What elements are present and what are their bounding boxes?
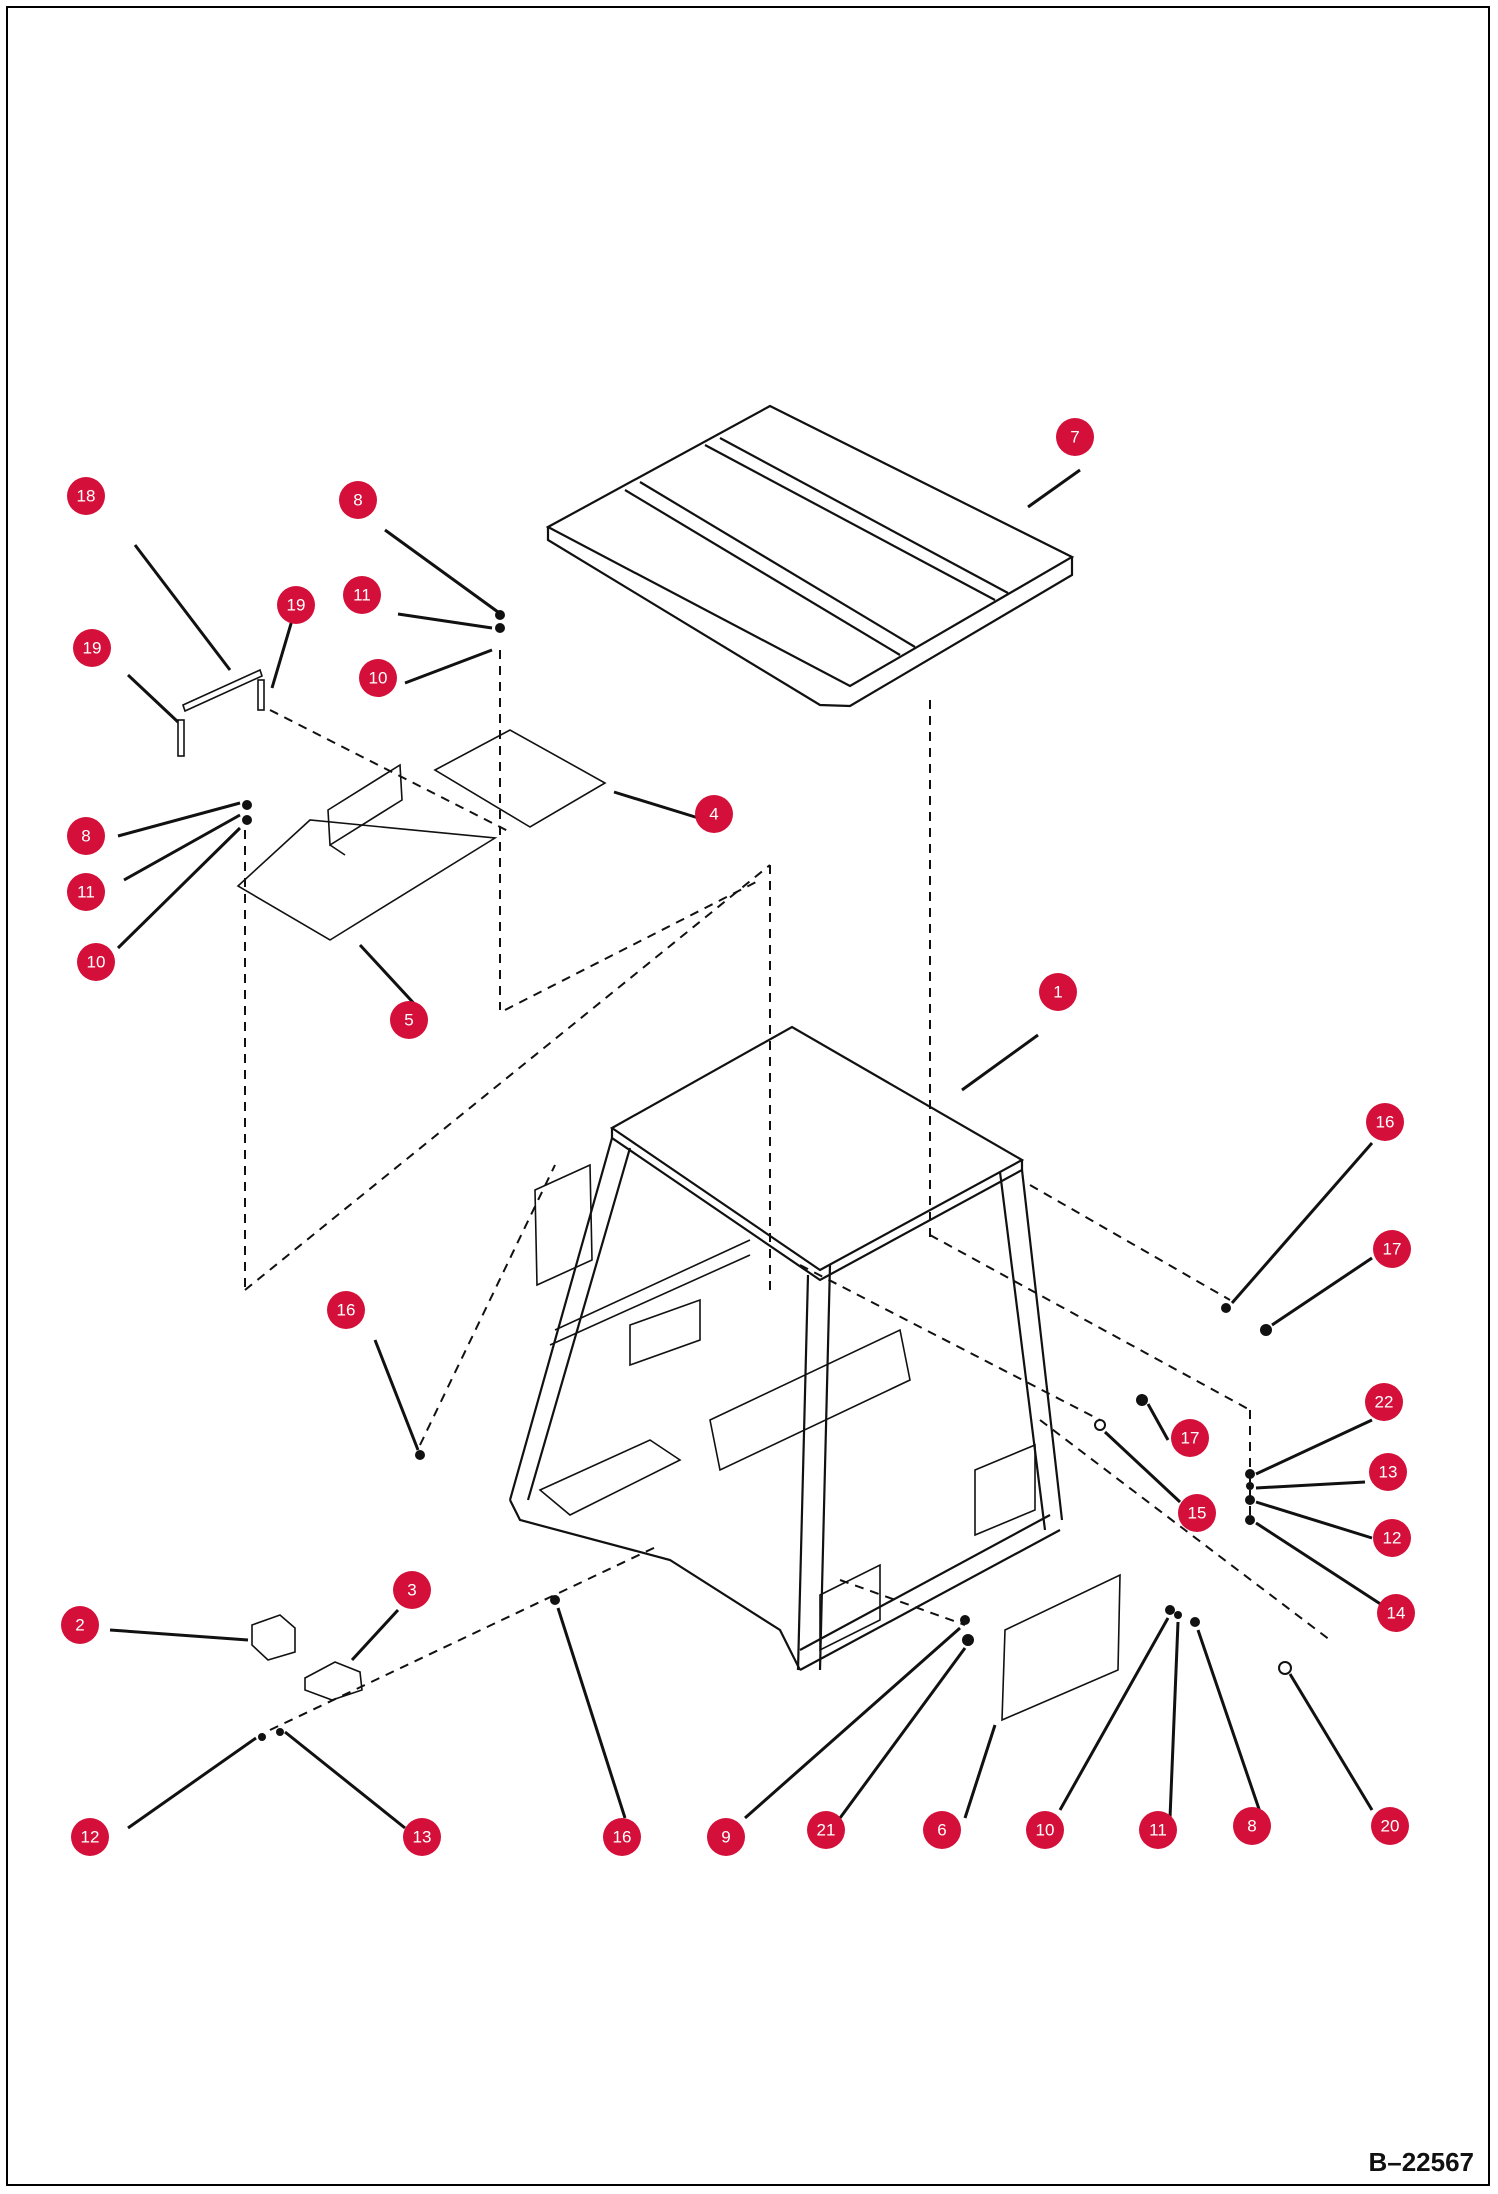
svg-text:17: 17 (1181, 1429, 1200, 1448)
svg-text:11: 11 (1149, 1821, 1167, 1840)
callout-18: 18 (67, 477, 105, 515)
svg-text:22: 22 (1375, 1393, 1394, 1412)
bracket-2 (251, 1614, 296, 1661)
callout-21: 21 (807, 1811, 845, 1849)
callout-10: 10 (77, 943, 115, 981)
svg-text:8: 8 (81, 827, 90, 846)
svg-text:12: 12 (81, 1828, 100, 1847)
callout-2: 2 (61, 1606, 99, 1644)
svg-text:19: 19 (83, 639, 102, 658)
svg-text:19: 19 (287, 596, 306, 615)
svg-text:20: 20 (1381, 1817, 1400, 1836)
callout-12: 12 (71, 1818, 109, 1856)
callout-13: 13 (403, 1818, 441, 1856)
leader-lines (109, 468, 1383, 1830)
callout-17: 17 (1171, 1419, 1209, 1457)
svg-text:2: 2 (75, 1616, 84, 1635)
callout-11: 11 (67, 873, 105, 911)
svg-text:11: 11 (353, 586, 371, 605)
callout-11: 11 (343, 576, 381, 614)
svg-text:3: 3 (407, 1581, 416, 1600)
svg-text:6: 6 (937, 1821, 946, 1840)
svg-text:8: 8 (353, 491, 362, 510)
callout-10: 10 (359, 659, 397, 697)
callout-13: 13 (1369, 1453, 1407, 1491)
callout-12: 12 (1373, 1519, 1411, 1557)
svg-text:16: 16 (1376, 1113, 1395, 1132)
callout-20: 20 (1371, 1807, 1409, 1845)
svg-text:10: 10 (87, 953, 106, 972)
strip-18-19 (177, 668, 265, 757)
svg-text:9: 9 (721, 1828, 730, 1847)
svg-text:16: 16 (613, 1828, 632, 1847)
callout-9: 9 (707, 1818, 745, 1856)
bracket-3 (304, 1661, 363, 1701)
svg-text:13: 13 (1379, 1463, 1398, 1482)
svg-text:10: 10 (1036, 1821, 1055, 1840)
svg-text:7: 7 (1070, 428, 1079, 447)
svg-text:16: 16 (337, 1301, 356, 1320)
floor-plate-5 (236, 763, 498, 941)
svg-text:10: 10 (369, 669, 388, 688)
hardware-fasteners (242, 610, 1292, 1741)
svg-text:13: 13 (413, 1828, 432, 1847)
alignment-dashes (244, 650, 1331, 1731)
callout-1: 1 (1039, 973, 1077, 1011)
roof-panel (545, 404, 1075, 708)
callout-16: 16 (1366, 1103, 1404, 1141)
callout-16: 16 (327, 1291, 365, 1329)
svg-text:1: 1 (1053, 983, 1062, 1002)
svg-text:15: 15 (1188, 1504, 1207, 1523)
callout-5: 5 (390, 1001, 428, 1039)
decal-plate-6 (1001, 1573, 1121, 1722)
callout-8: 8 (339, 481, 377, 519)
svg-text:18: 18 (77, 487, 96, 506)
callout-4: 4 (695, 795, 733, 833)
cab-frame (508, 1025, 1064, 1671)
callout-10: 10 (1026, 1811, 1064, 1849)
callout-16: 16 (603, 1818, 641, 1856)
svg-text:21: 21 (817, 1821, 836, 1840)
callout-7: 7 (1056, 418, 1094, 456)
callout-8: 8 (1233, 1807, 1271, 1845)
callout-22: 22 (1365, 1383, 1403, 1421)
drawing-code: B–22567 (1368, 2147, 1474, 2177)
svg-text:8: 8 (1247, 1817, 1256, 1836)
cover-plate-4 (433, 729, 607, 828)
callout-15: 15 (1178, 1494, 1216, 1532)
callout-11: 11 (1139, 1811, 1177, 1849)
svg-text:17: 17 (1383, 1240, 1402, 1259)
callout-badges: 7 18 8 11 19 19 10 4 8 11 10 5 1 16 17 1… (61, 418, 1415, 1856)
callout-14: 14 (1377, 1594, 1415, 1632)
svg-text:12: 12 (1383, 1529, 1402, 1548)
callout-17: 17 (1373, 1230, 1411, 1268)
svg-text:14: 14 (1387, 1604, 1406, 1623)
svg-text:11: 11 (77, 883, 95, 902)
callout-19: 19 (73, 629, 111, 667)
drawing-border (6, 6, 1490, 2186)
callout-3: 3 (393, 1571, 431, 1609)
svg-text:5: 5 (404, 1011, 413, 1030)
svg-text:4: 4 (709, 805, 718, 824)
callout-8: 8 (67, 817, 105, 855)
callout-6: 6 (923, 1811, 961, 1849)
callout-19: 19 (277, 586, 315, 624)
